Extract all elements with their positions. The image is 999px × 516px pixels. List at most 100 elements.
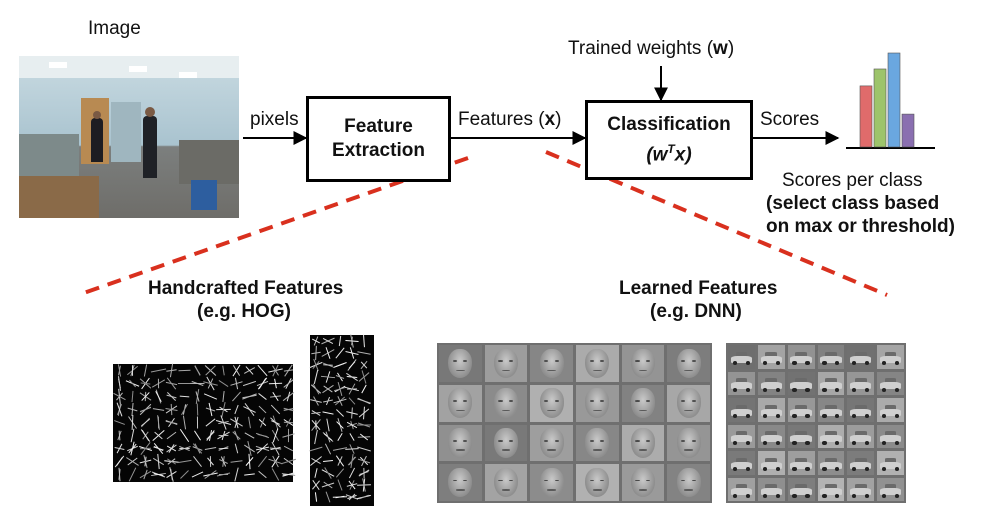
face-mouth <box>547 489 556 491</box>
hog-stroke <box>150 368 167 373</box>
hog-stroke <box>333 398 347 404</box>
face-shape <box>585 467 610 498</box>
score-bar-class4 <box>901 113 915 148</box>
car-wheel <box>805 387 810 392</box>
face-eye <box>635 439 640 442</box>
face-shape <box>676 388 701 418</box>
face-mouth <box>593 449 602 451</box>
car-body <box>790 382 812 390</box>
face-filter-tile <box>484 384 528 422</box>
face-shape <box>539 388 564 418</box>
hog-stroke <box>141 429 150 442</box>
car-body <box>850 461 872 469</box>
car-body <box>850 382 872 390</box>
car-filter-tile <box>787 477 815 501</box>
hog-stroke <box>242 380 257 387</box>
hog-stroke <box>283 407 294 412</box>
car-filter-tile <box>847 371 875 395</box>
face-shape <box>539 348 564 379</box>
car-wheel <box>762 361 767 366</box>
hog-stroke <box>194 365 201 376</box>
hog-stroke <box>157 453 160 470</box>
car-filter-tile <box>847 451 875 475</box>
face-shape <box>448 348 473 379</box>
face-shape <box>448 388 473 418</box>
car-filter-tile <box>757 398 785 422</box>
car-roof <box>765 484 778 490</box>
face-filter-tile <box>576 384 619 422</box>
hog-stroke <box>221 402 226 417</box>
hog-stroke <box>219 459 228 464</box>
hog-stroke <box>244 473 255 476</box>
feature-extraction-line1: Feature <box>344 116 413 137</box>
car-wheel <box>805 467 810 472</box>
hog-stroke <box>282 433 295 438</box>
hog-stroke <box>230 381 243 386</box>
face-mouth <box>684 489 693 491</box>
hog-stroke <box>245 366 254 375</box>
hog-stroke <box>155 391 162 402</box>
hog-stroke <box>117 376 122 391</box>
car-wheel <box>775 440 780 445</box>
hog-stroke <box>140 382 151 385</box>
car-wheel <box>852 387 857 392</box>
face-filter-tile <box>576 345 619 382</box>
face-filter-tile <box>621 345 665 382</box>
hog-stroke <box>114 420 125 425</box>
hog-stroke <box>282 472 295 477</box>
face-eye <box>589 439 594 442</box>
face-shape <box>494 348 518 379</box>
hog-stroke <box>324 443 332 455</box>
car-wheel <box>792 493 797 498</box>
car-filter-tile <box>847 398 875 422</box>
face-filter-tile <box>667 424 710 462</box>
hog-stroke <box>234 443 239 454</box>
face-eye <box>691 360 696 363</box>
hog-stroke <box>357 398 371 404</box>
face-shape <box>585 348 610 379</box>
hog-stroke <box>335 455 345 467</box>
hog-stroke <box>130 428 135 443</box>
hog-stroke <box>169 467 174 482</box>
car-body <box>820 435 842 443</box>
car-filter-tile <box>817 477 845 501</box>
hog-stroke <box>242 394 257 399</box>
hog-stroke <box>322 384 334 394</box>
car-roof <box>884 378 897 384</box>
hog-stroke <box>272 391 279 402</box>
hog-stroke <box>126 457 139 466</box>
face-eye <box>645 479 651 482</box>
car-filter-tile <box>728 398 755 422</box>
face-eye <box>498 400 503 402</box>
hog-stroke <box>321 482 335 488</box>
hog-stroke <box>165 420 178 425</box>
hog-stroke <box>335 375 345 379</box>
face-filter-tile <box>667 464 710 501</box>
hog-feature-image-2 <box>309 334 374 506</box>
learned-features-title: Learned Features <box>619 278 778 299</box>
face-eye <box>645 360 651 363</box>
face-eye <box>645 439 651 442</box>
car-filter-tile <box>817 398 845 422</box>
scores-label: Scores <box>760 109 820 130</box>
features-label: Features (x) <box>458 109 562 130</box>
car-wheel <box>775 493 780 498</box>
hog-stroke <box>313 370 319 384</box>
face-shape <box>494 467 518 498</box>
car-filter-tile <box>728 477 755 501</box>
car-wheel <box>732 387 738 392</box>
hog-stroke <box>143 455 148 468</box>
hog-stroke <box>140 447 151 450</box>
hog-stroke <box>362 478 366 492</box>
car-roof <box>795 351 807 357</box>
face-eye <box>691 479 696 482</box>
car-wheel <box>881 414 887 419</box>
face-eye <box>635 479 640 482</box>
hog-stroke <box>131 390 134 403</box>
car-filter-tile <box>847 345 875 369</box>
car-body <box>790 355 812 363</box>
hog-stroke <box>320 375 336 379</box>
face-eye <box>635 360 640 363</box>
classification-formula: (wTx) <box>646 141 692 166</box>
face-filter-tile <box>621 424 665 462</box>
